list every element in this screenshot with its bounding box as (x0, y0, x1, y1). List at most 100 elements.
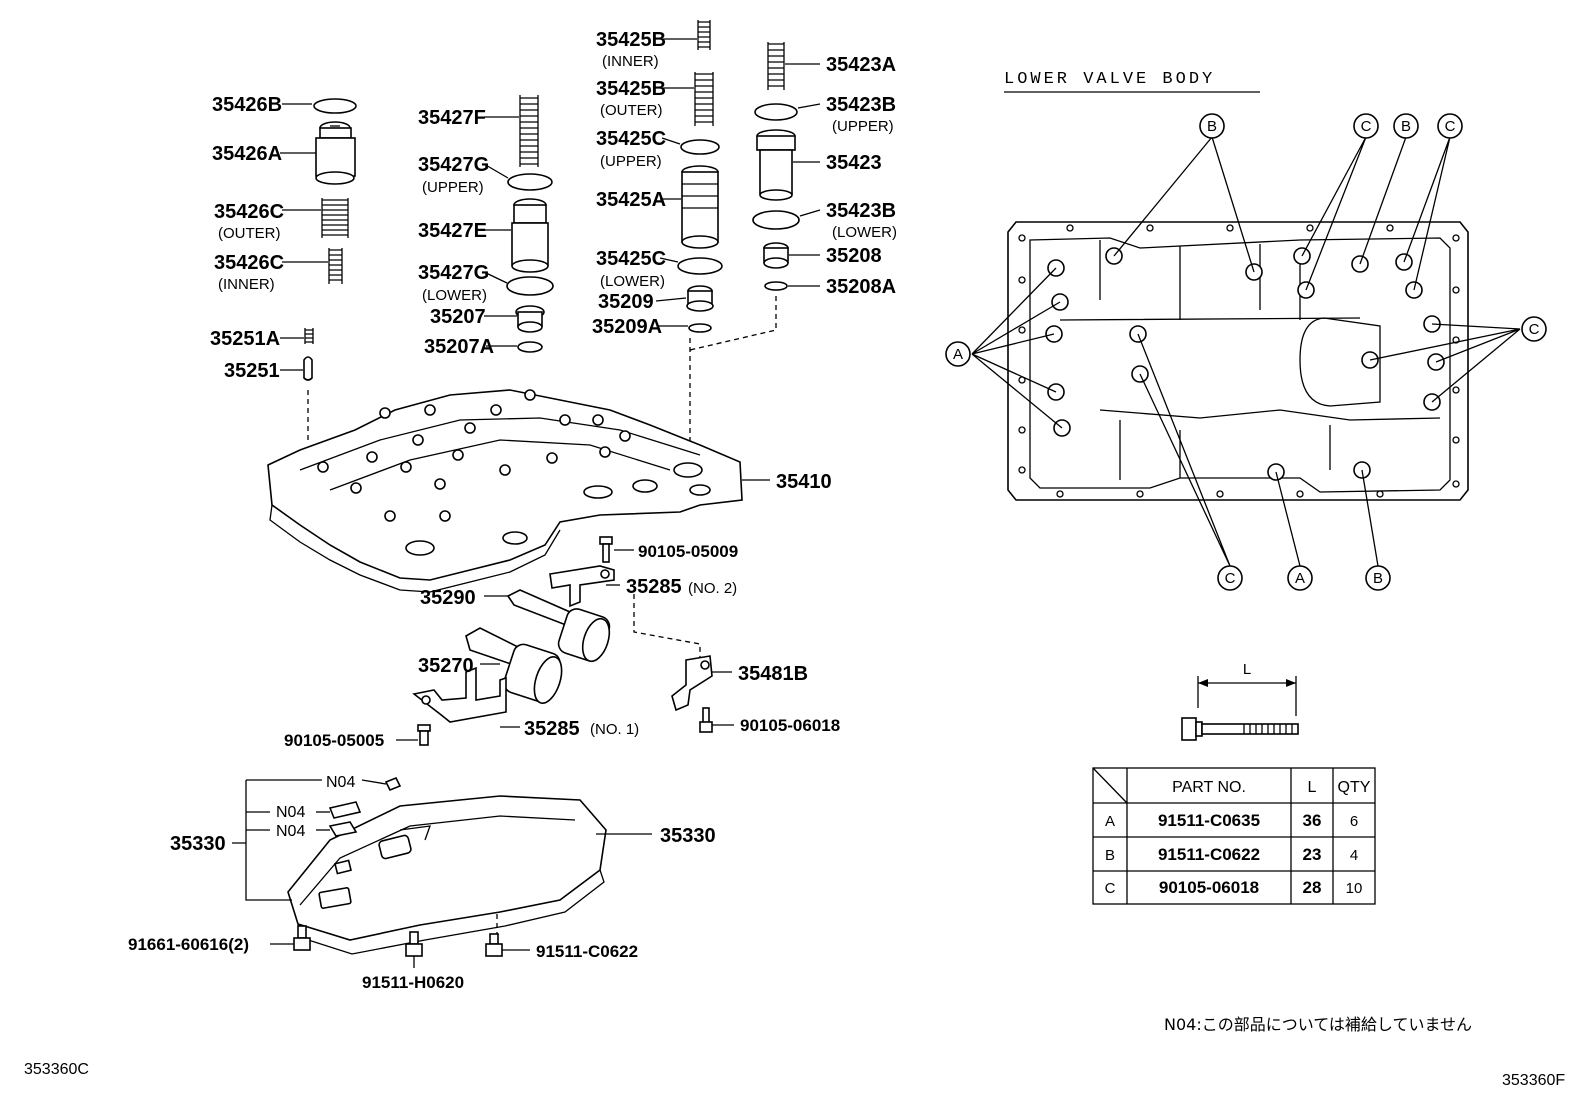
table-row-key: A (1105, 813, 1115, 830)
label-35425C-lower-qualifier: (LOWER) (600, 273, 665, 290)
callout-circle-bot-c (1217, 565, 1243, 591)
label-35426C-inner-qualifier: (INNER) (218, 276, 275, 293)
table-row-qty: 6 (1350, 813, 1358, 830)
table-row-part-no: 91511-C0635 (1158, 811, 1260, 830)
label-35270: 35270 (418, 655, 474, 677)
frame-edge-holes (1018, 224, 1460, 498)
assembly-line-35285 (633, 594, 701, 660)
callout-label-bot-a: A (1295, 570, 1305, 587)
label-35330-left: 35330 (170, 833, 226, 855)
part-90105-05009-bolt (599, 536, 613, 563)
label-90105-05009: 90105-05009 (638, 542, 738, 561)
part-35208-plug (763, 242, 789, 269)
table-row-l: 23 (1303, 845, 1322, 864)
label-35426C-outer: 35426C (214, 201, 284, 223)
part-35207-plug (515, 305, 545, 333)
callout-circles (945, 113, 1547, 591)
part-35425C-upper-ring (680, 139, 720, 155)
label-35285-no2: 35285 (626, 576, 682, 598)
part-35426A-sleeve (315, 121, 356, 185)
part-n04-gasket-c (328, 821, 358, 837)
label-35207: 35207 (430, 306, 486, 328)
label-35426B: 35426B (212, 94, 282, 116)
callout-label-bot-c: C (1225, 570, 1236, 587)
label-35425B-outer-qualifier: (OUTER) (600, 102, 663, 119)
part-35209A-ring (688, 323, 712, 333)
label-35209A: 35209A (592, 316, 662, 338)
part-35423-sleeve (756, 129, 796, 201)
part-35425A-sleeve (681, 165, 719, 249)
bolt-table-grid (1092, 767, 1376, 905)
table-header-l: L (1308, 779, 1317, 796)
part-35270-solenoid (465, 627, 563, 704)
label-35209: 35209 (598, 291, 654, 313)
part-35427F-spring (519, 95, 539, 167)
part-35425B-outer-spring (694, 72, 714, 126)
table-header-part-no: PART NO. (1172, 779, 1246, 796)
bolt-dimension-label: L (1243, 661, 1251, 678)
table-row-l: 36 (1303, 811, 1322, 830)
callout-label-top-c2: C (1445, 118, 1456, 135)
label-35251A: 35251A (210, 328, 280, 350)
drawing-code-left: 353360C (24, 1061, 89, 1078)
label-35425C-upper: 35425C (596, 128, 666, 150)
label-35427G-upper-qualifier: (UPPER) (422, 179, 484, 196)
part-91511-C0622-bolt (485, 933, 503, 957)
label-35208: 35208 (826, 245, 882, 267)
valve-body-holes (405, 462, 711, 556)
part-35290-solenoid (506, 589, 611, 663)
table-header-qty: QTY (1338, 779, 1371, 796)
part-35425B-inner-spring (697, 20, 711, 50)
label-90105-05005: 90105-05005 (284, 731, 384, 750)
label-35427E: 35427E (418, 220, 487, 242)
callout-circle-left-a (945, 341, 971, 367)
part-35425C-lower-ring (677, 257, 723, 275)
callout-label-top-b1: B (1207, 118, 1217, 135)
label-n04-a: N04 (326, 774, 355, 791)
label-35426A: 35426A (212, 143, 282, 165)
callout-circle-bot-b (1365, 565, 1391, 591)
label-35427G-lower-qualifier: (LOWER) (422, 287, 487, 304)
part-90105-06018-bolt (699, 707, 713, 733)
valve-body-bolts (317, 389, 631, 522)
table-row-part-no: 91511-C0622 (1158, 845, 1260, 864)
callout-circle-bot-a (1287, 565, 1313, 591)
table-row-l: 28 (1303, 878, 1322, 897)
callout-label-bot-b: B (1373, 570, 1383, 587)
label-35285-no1: 35285 (524, 718, 580, 740)
part-35423B-upper-ring (754, 103, 798, 121)
part-35251A-spring (304, 328, 314, 344)
drawing-code-right: 353360F (1502, 1072, 1565, 1089)
table-row-part-no: 90105-06018 (1159, 878, 1259, 897)
label-35423: 35423 (826, 152, 882, 174)
label-35290: 35290 (420, 587, 476, 609)
part-90105-05005-bolt (417, 724, 431, 746)
leader-lines (232, 38, 821, 968)
label-35425B-inner: 35425B (596, 29, 666, 51)
callout-circle-top-c1 (1353, 113, 1379, 139)
part-35426B-ring (313, 98, 357, 114)
part-91511-H0620-bolt (405, 931, 423, 957)
label-35423B-upper-qualifier: (UPPER) (832, 118, 894, 135)
label-35426C-outer-qualifier: (OUTER) (218, 225, 281, 242)
callout-label-right-c: C (1529, 321, 1540, 338)
part-35481B-bracket (671, 655, 713, 712)
label-91511-C0622: 91511-C0622 (536, 942, 638, 961)
part-35251-pin (303, 356, 313, 381)
label-35423B-upper: 35423B (826, 94, 896, 116)
assembly-line-35208 (689, 296, 777, 351)
label-35423B-lower: 35423B (826, 200, 896, 222)
part-35330-strainer (287, 795, 607, 955)
label-35425C-lower: 35425C (596, 248, 666, 270)
part-35427E-sleeve (511, 198, 549, 273)
label-n04-c: N04 (276, 823, 305, 840)
part-35426C-inner-spring (328, 248, 343, 284)
part-35423A-spring (767, 42, 785, 90)
callout-label-top-b2: B (1401, 118, 1411, 135)
callout-circle-top-b2 (1393, 113, 1419, 139)
footnote-n04: N04:この部品については補給していません (1164, 1015, 1472, 1034)
bolt-dimension-drawing (1181, 676, 1299, 741)
label-35425A: 35425A (596, 189, 666, 211)
part-35427G-lower-ring (506, 276, 554, 296)
